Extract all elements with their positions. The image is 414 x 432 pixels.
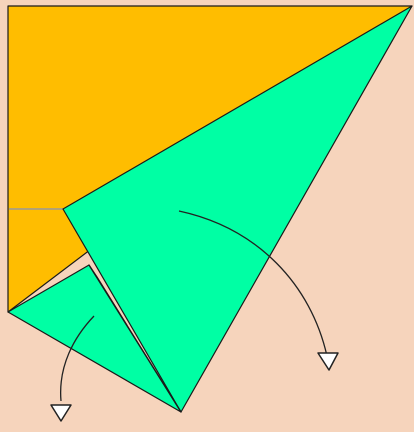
fold-arrow-main	[178, 210, 328, 357]
orange-sliver	[88, 264, 182, 413]
main-green-flap	[62, 5, 413, 413]
arrow-head-main-icon	[317, 352, 339, 371]
fold-arrow-left	[60, 315, 95, 402]
arrow-head-left-icon	[50, 404, 72, 422]
